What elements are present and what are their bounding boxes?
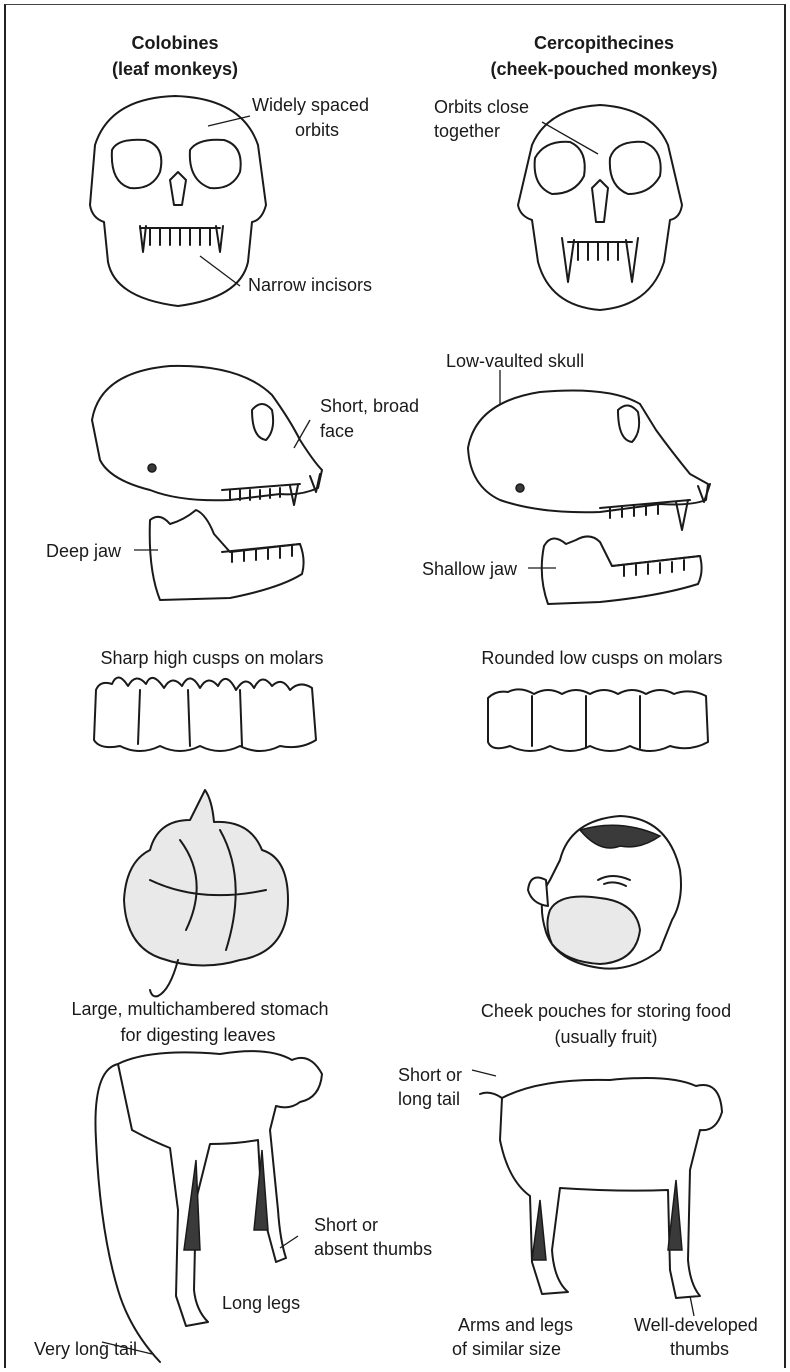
label-stomach: Large, multichambered stomach xyxy=(71,996,328,1022)
label-shallow-jaw: Shallow jaw xyxy=(422,556,517,582)
cercopithecine-jaw xyxy=(542,536,702,604)
label-long-legs: Long legs xyxy=(222,1290,300,1316)
cercopithecine-skull-side xyxy=(468,391,710,531)
label-well-developed: Well-developed xyxy=(634,1312,758,1338)
colobine-molars xyxy=(94,677,316,751)
cercopithecine-skull-front xyxy=(518,105,682,310)
colobines-heading: Colobines xyxy=(131,30,218,56)
label-orbits-close: Orbits close xyxy=(434,94,529,120)
label-similar-size: of similar size xyxy=(452,1336,561,1362)
label-very-long-tail: Very long tail xyxy=(34,1336,137,1362)
label-short-or-tail: Short or xyxy=(398,1062,462,1088)
label-short-or-thumbs: Short or xyxy=(314,1212,378,1238)
label-short-broad: Short, broad xyxy=(320,393,419,419)
colobine-jaw xyxy=(150,510,304,600)
label-long-tail: long tail xyxy=(398,1086,460,1112)
cercopithecines-subheading: (cheek-pouched monkeys) xyxy=(490,56,717,82)
label-absent-thumbs: absent thumbs xyxy=(314,1236,432,1262)
label-usually-fruit: (usually fruit) xyxy=(554,1024,657,1050)
label-thumbs: thumbs xyxy=(670,1336,729,1362)
cercopithecine-cheek-pouch xyxy=(528,816,681,969)
label-low-vaulted: Low-vaulted skull xyxy=(446,348,584,374)
label-rounded-cusps: Rounded low cusps on molars xyxy=(481,645,722,671)
colobine-skull-side xyxy=(92,366,322,505)
label-deep-jaw: Deep jaw xyxy=(46,538,121,564)
cercopithecine-monkey xyxy=(480,1078,722,1298)
label-widely-spaced: Widely spaced xyxy=(252,92,369,118)
label-sharp-cusps: Sharp high cusps on molars xyxy=(100,645,323,671)
label-orbits: orbits xyxy=(295,117,339,143)
label-cheek-pouches: Cheek pouches for storing food xyxy=(481,998,731,1024)
label-digesting-leaves: for digesting leaves xyxy=(120,1022,275,1048)
colobine-stomach xyxy=(124,790,288,996)
label-together: together xyxy=(434,118,500,144)
colobines-subheading: (leaf monkeys) xyxy=(112,56,238,82)
label-face: face xyxy=(320,418,354,444)
label-narrow-incisors: Narrow incisors xyxy=(248,272,372,298)
label-arms-legs: Arms and legs xyxy=(458,1312,573,1338)
cercopithecines-heading: Cercopithecines xyxy=(534,30,674,56)
colobine-skull-front xyxy=(90,96,266,306)
cercopithecine-molars xyxy=(488,689,708,751)
